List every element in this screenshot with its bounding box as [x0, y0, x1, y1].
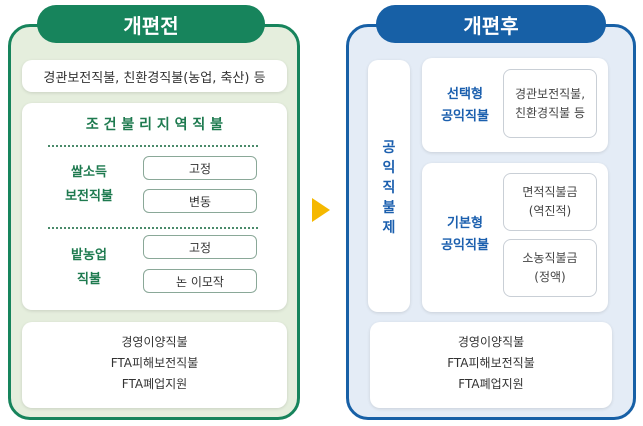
before-title: 개편전	[37, 5, 265, 43]
bottom-item: FTA피해보전직불	[110, 356, 199, 370]
basic-label-1: 기본형	[447, 216, 483, 231]
field-label-2: 직불	[77, 272, 101, 287]
small-farm-payment: 소농직불금 (정액)	[503, 239, 597, 297]
vertical-char: 공	[382, 140, 396, 156]
area-payment-1: 면적직불금	[522, 185, 578, 199]
field-label-1: 밭농업	[71, 248, 107, 263]
vertical-char: 직	[382, 180, 396, 196]
bottom-item: FTA폐업지원	[121, 377, 188, 391]
rice-label-1: 쌀소득	[71, 165, 107, 180]
selective-detail-1: 경관보전직불,	[514, 86, 586, 101]
bottom-item: FTA피해보전직불	[447, 356, 535, 370]
selective-detail-2: 친환경직불 등	[514, 105, 586, 120]
field-option-double-crop: 논 이모작	[143, 269, 257, 293]
public-benefit-label: 공 익 직 불 제	[368, 60, 410, 312]
rice-option-fixed: 고정	[143, 156, 257, 180]
bottom-item: 경영이양직불	[121, 335, 188, 349]
selective-detail: 경관보전직불, 친환경직불 등	[503, 69, 597, 138]
after-title: 개편후	[376, 5, 606, 43]
disadvantaged-area-title: 조 건 불 리 지 역 직 불	[85, 117, 224, 133]
vertical-char: 불	[382, 200, 396, 216]
before-bottom-card: 경영이양직불 FTA피해보전직불 FTA폐업지원	[22, 322, 287, 408]
before-top-card: 경관보전직불, 친환경직불(농업, 축산) 등	[22, 60, 287, 92]
basic-label-2: 공익직불	[441, 238, 489, 253]
vertical-char: 익	[382, 160, 396, 176]
small-farm-payment-1: 소농직불금	[522, 251, 578, 265]
selective-label-1: 선택형	[447, 87, 483, 102]
selective-label-2: 공익직불	[441, 109, 489, 124]
area-payment-2: (역진적)	[528, 204, 572, 218]
divider	[48, 145, 258, 147]
bottom-item: FTA폐업지원	[458, 377, 524, 391]
bottom-item: 경영이양직불	[457, 335, 525, 349]
after-bottom-card: 경영이양직불 FTA피해보전직불 FTA폐업지원	[370, 322, 612, 408]
area-payment: 면적직불금 (역진적)	[503, 173, 597, 231]
small-farm-payment-2: (정액)	[534, 270, 566, 284]
field-option-fixed: 고정	[143, 235, 257, 259]
vertical-char: 제	[382, 220, 396, 236]
arrow-right-icon	[312, 198, 330, 222]
rice-option-variable: 변동	[143, 189, 257, 213]
divider	[48, 227, 258, 229]
rice-label-2: 보전직불	[65, 189, 113, 204]
